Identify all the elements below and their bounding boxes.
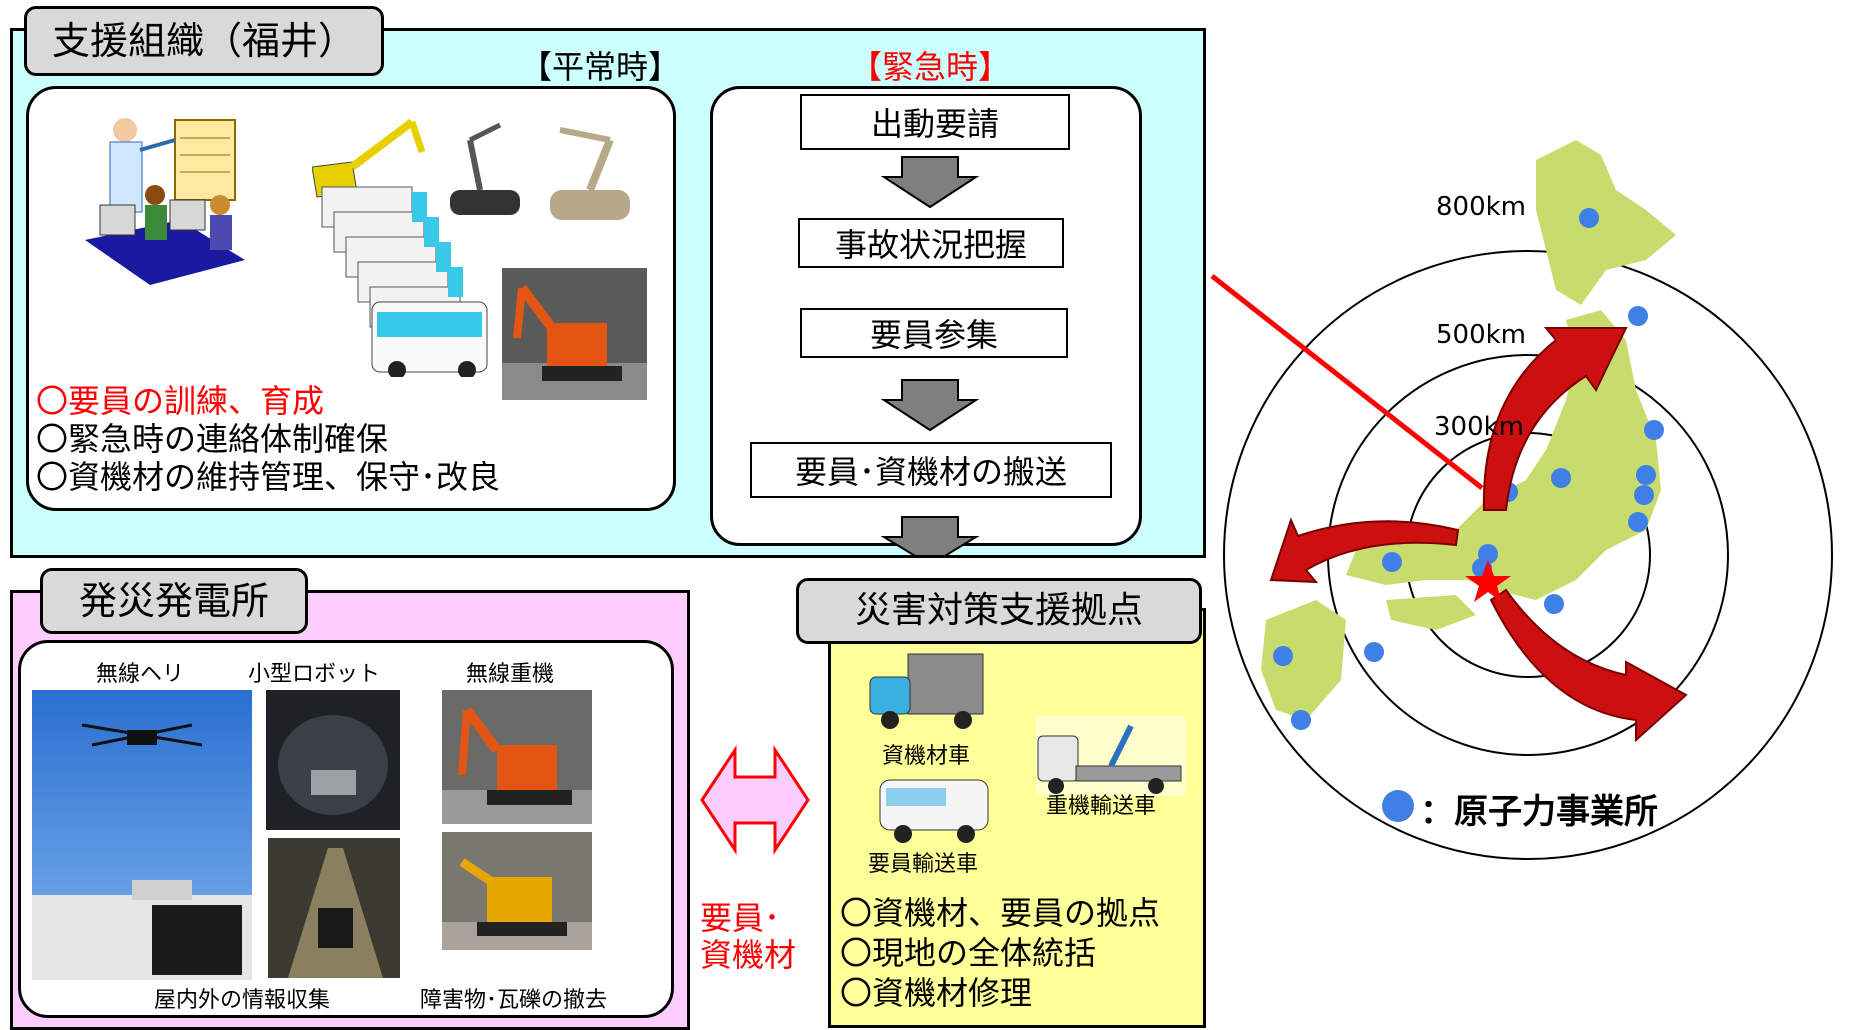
excavator-photo bbox=[502, 268, 647, 400]
nuclear-site-icon bbox=[1364, 642, 1384, 662]
control-room-illustration bbox=[85, 118, 245, 285]
vehicle-label: 要員輸送車 bbox=[868, 852, 979, 877]
normal-duty-item: 〇要員の訓練、育成 bbox=[36, 382, 325, 420]
base-duty-item: 〇資機材修理 bbox=[840, 974, 1033, 1012]
vehicle-label: 資機材車 bbox=[882, 744, 971, 769]
nuclear-site-icon bbox=[1382, 552, 1402, 572]
nuclear-site-icon bbox=[1544, 594, 1564, 614]
nuclear-site-icon bbox=[1636, 465, 1656, 485]
normal-duty-item: 〇緊急時の連絡体制確保 bbox=[36, 420, 389, 458]
transfer-label-line: 資機材 bbox=[700, 935, 797, 974]
vehicle-label: 重機輸送車 bbox=[1046, 794, 1157, 819]
nuclear-site-icon bbox=[1579, 208, 1599, 228]
distance-label: 300km bbox=[1434, 412, 1525, 442]
connector-line bbox=[1210, 274, 1484, 490]
nuclear-site-legend-icon bbox=[1382, 790, 1414, 822]
down-arrow-icon bbox=[880, 379, 980, 432]
dispatch-arrows bbox=[1269, 327, 1688, 743]
heavy-machinery-carrier-icon bbox=[1036, 716, 1186, 796]
stairway-robot-photo bbox=[268, 838, 400, 978]
dispatch-arrow-northeast-icon bbox=[1482, 327, 1628, 511]
down-arrow-icon bbox=[880, 156, 980, 209]
equipment-label: 無線重機 bbox=[466, 662, 555, 687]
robot-arms-illustration bbox=[450, 122, 630, 220]
nuclear-site-icon bbox=[1291, 710, 1311, 730]
flow-step: 要員参集 bbox=[800, 308, 1068, 358]
vehicle-fleet-illustration bbox=[312, 118, 488, 377]
dispatch-arrow-west-icon bbox=[1269, 517, 1460, 584]
emergency-time-label: 【緊急時】 bbox=[850, 48, 1011, 86]
map-legend-label: ：原子力事業所 bbox=[1420, 792, 1658, 832]
equipment-label: 小型ロボット bbox=[248, 662, 381, 687]
task-label: 屋内外の情報収集 bbox=[154, 988, 331, 1013]
normal-time-label: 【平常時】 bbox=[520, 48, 681, 86]
distance-label: 500km bbox=[1436, 320, 1527, 350]
normal-duty-item: 〇資機材の維持管理、保守･改良 bbox=[36, 458, 501, 496]
flow-arrows bbox=[880, 156, 980, 555]
japan-landmass bbox=[1261, 140, 1676, 720]
transfer-label: 要員･ 資機材 bbox=[700, 900, 796, 974]
nuclear-site-icon bbox=[1628, 512, 1648, 532]
two-way-arrow-icon bbox=[700, 745, 810, 855]
drone-photo bbox=[32, 690, 252, 980]
yellow-excavator-photo bbox=[442, 832, 592, 950]
base-duty-item: 〇現地の全体統括 bbox=[840, 934, 1097, 972]
personnel-van-icon bbox=[879, 779, 989, 843]
nuclear-site-icon bbox=[1634, 485, 1654, 505]
dispatch-arrow-southeast-icon bbox=[1489, 588, 1688, 743]
down-arrow-icon bbox=[880, 516, 980, 555]
flow-step: 出動要請 bbox=[800, 94, 1070, 150]
flow-step: 事故状況把握 bbox=[798, 218, 1064, 268]
small-robot-photo bbox=[266, 690, 400, 830]
task-label: 障害物･瓦礫の撤去 bbox=[420, 988, 608, 1013]
wireless-excavator-photo bbox=[442, 690, 592, 824]
nuclear-site-icon bbox=[1644, 420, 1664, 440]
distance-label: 800km bbox=[1436, 192, 1527, 222]
nuclear-site-icon bbox=[1551, 468, 1571, 488]
support-base-title: 災害対策支援拠点 bbox=[796, 578, 1202, 644]
japan-map bbox=[1223, 140, 1833, 860]
fukui-star-icon bbox=[1465, 560, 1511, 602]
base-duty-item: 〇資機材、要員の拠点 bbox=[840, 894, 1161, 932]
equipment-label: 無線ヘリ bbox=[96, 662, 185, 687]
flow-step: 要員･資機材の搬送 bbox=[750, 442, 1112, 498]
nuclear-site-icon bbox=[1273, 646, 1293, 666]
nuclear-site-icon bbox=[1628, 306, 1648, 326]
support-organization-title: 支援組織（福井） bbox=[24, 6, 384, 76]
equipment-truck-icon bbox=[869, 653, 984, 729]
affected-plant-title: 発災発電所 bbox=[40, 568, 308, 634]
transfer-label-line: 要員･ bbox=[700, 899, 781, 937]
